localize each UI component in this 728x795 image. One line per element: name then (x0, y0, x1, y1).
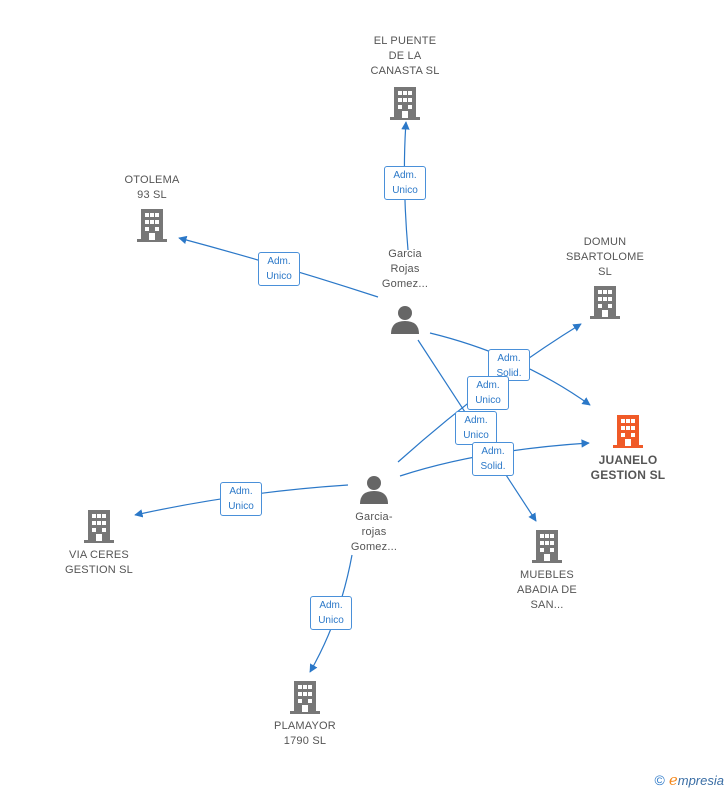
node-label: Garcia Rojas Gomez... (381, 248, 429, 290)
node-label: MUEBLES ABADIA DE SAN... (517, 569, 577, 611)
node-juanelo[interactable]: JUANELO GESTION SL (575, 413, 681, 483)
building-icon (590, 286, 620, 319)
node-label: EL PUENTE DE LA CANASTA SL (370, 35, 440, 77)
node-garcia-rojas-2[interactable]: Garcia- rojas Gomez... (334, 474, 414, 555)
node-label: Garcia- rojas Gomez... (350, 511, 398, 553)
edge-label-adm-solid: Adm.Solid. (472, 442, 514, 476)
building-icon (290, 681, 320, 714)
brand-name: mpresia (677, 773, 724, 788)
copyright-icon: © (654, 772, 665, 788)
edge-label-adm-solid: Adm.Solid. (488, 349, 530, 381)
person-icon (391, 306, 419, 334)
node-label: VIA CERES GESTION SL (64, 549, 134, 576)
node-garcia-rojas[interactable]: Garcia Rojas Gomez... (365, 247, 445, 334)
building-icon (532, 530, 562, 563)
building-icon (390, 87, 420, 120)
node-label: DOMUN SBARTOLOME SL (565, 236, 644, 278)
building-icon (84, 510, 114, 543)
node-domun[interactable]: DOMUN SBARTOLOME SL (555, 235, 655, 320)
building-icon (137, 209, 167, 242)
edge-label-adm-unico: Adm.Unico (258, 252, 300, 286)
edge-label-adm-unico: Adm.Unico (310, 596, 352, 630)
edge-label-adm-unico: Adm.Unico (220, 482, 262, 516)
node-via-ceres[interactable]: VIA CERES GESTION SL (49, 508, 149, 578)
edge-label-adm-unico: Adm.Unico (455, 411, 497, 445)
building-icon (613, 415, 643, 448)
brand-footer: ©empresia (655, 771, 724, 789)
person-icon (360, 476, 388, 504)
edge-label-adm-unico: Adm.Unico (467, 376, 509, 410)
node-label: JUANELO GESTION SL (590, 453, 666, 482)
node-el-puente[interactable]: EL PUENTE DE LA CANASTA SL (355, 34, 455, 121)
node-label: PLAMAYOR 1790 SL (274, 720, 336, 747)
brand-logo-e: e (668, 771, 678, 789)
node-plamayor[interactable]: PLAMAYOR 1790 SL (255, 679, 355, 749)
edge-label-adm-unico: Adm.Unico (384, 166, 426, 200)
node-label: OTOLEMA 93 SL (124, 174, 180, 201)
node-otolema[interactable]: OTOLEMA 93 SL (102, 173, 202, 243)
node-muebles[interactable]: MUEBLES ABADIA DE SAN... (497, 528, 597, 613)
